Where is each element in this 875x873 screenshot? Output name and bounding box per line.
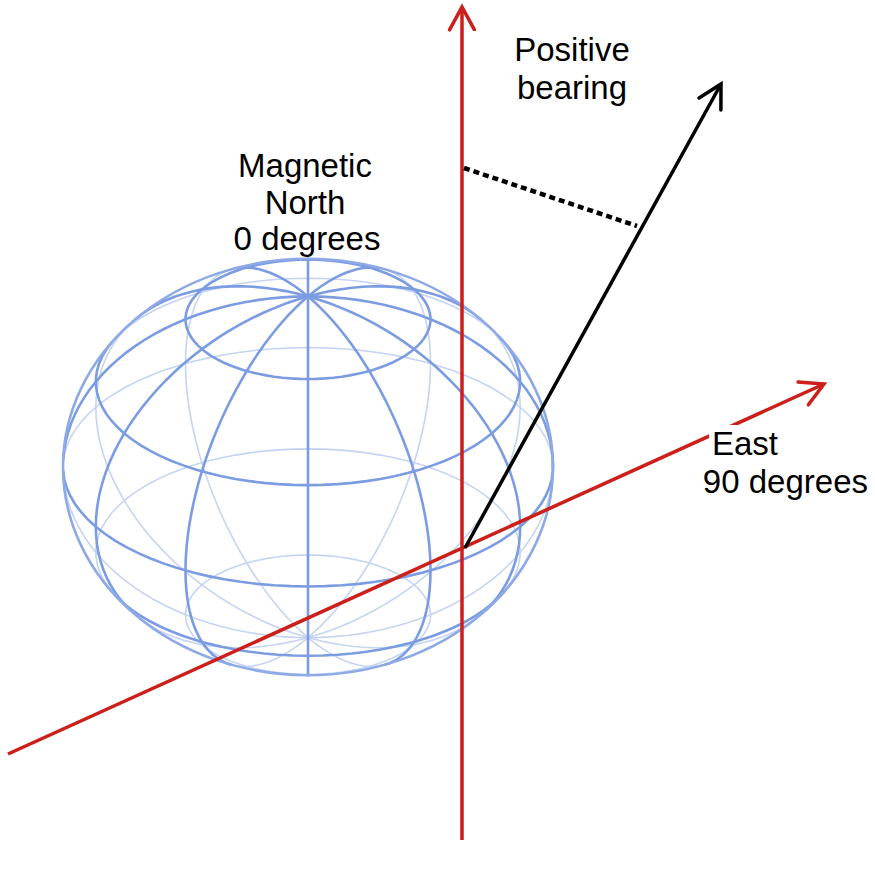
globe-gridline [96, 343, 308, 485]
globe-back-gridline [231, 638, 308, 667]
bearing-arrow-head [699, 84, 721, 110]
globe-gridline [186, 260, 431, 379]
globe-back-gridline [96, 318, 308, 637]
globe-gridline [63, 471, 308, 586]
east-axis [8, 384, 824, 754]
globe-gridline [308, 336, 520, 485]
globe-back-gridline [308, 638, 385, 667]
north-angle-label: 0 degrees [231, 220, 384, 257]
bearing-arrow [465, 84, 721, 548]
globe-gridline [307, 259, 310, 297]
east-label: East [709, 425, 781, 463]
globe-gridline [308, 591, 505, 656]
globe-gridline [117, 598, 308, 656]
globe-gridline [308, 296, 520, 610]
wireframe-globe [63, 259, 553, 676]
north-axis-head [450, 7, 475, 30]
globe-gridline [136, 286, 308, 318]
bearing-angle-marker [464, 168, 637, 226]
east-angle-label: 90 degrees [700, 463, 871, 501]
bearing-label: Positive bearing [472, 31, 672, 107]
globe-gridline [96, 296, 308, 610]
north-label: Magnetic North [205, 147, 405, 221]
globe-gridline [236, 268, 308, 297]
globe-gridline [308, 286, 480, 318]
east-axis-head [798, 382, 824, 405]
globe-outline [63, 259, 553, 676]
globe-gridline [308, 268, 380, 297]
globe-back-gridline [111, 278, 498, 343]
north-axis [460, 7, 464, 840]
compass-axes [8, 7, 824, 840]
globe-back-gridline [308, 318, 520, 637]
